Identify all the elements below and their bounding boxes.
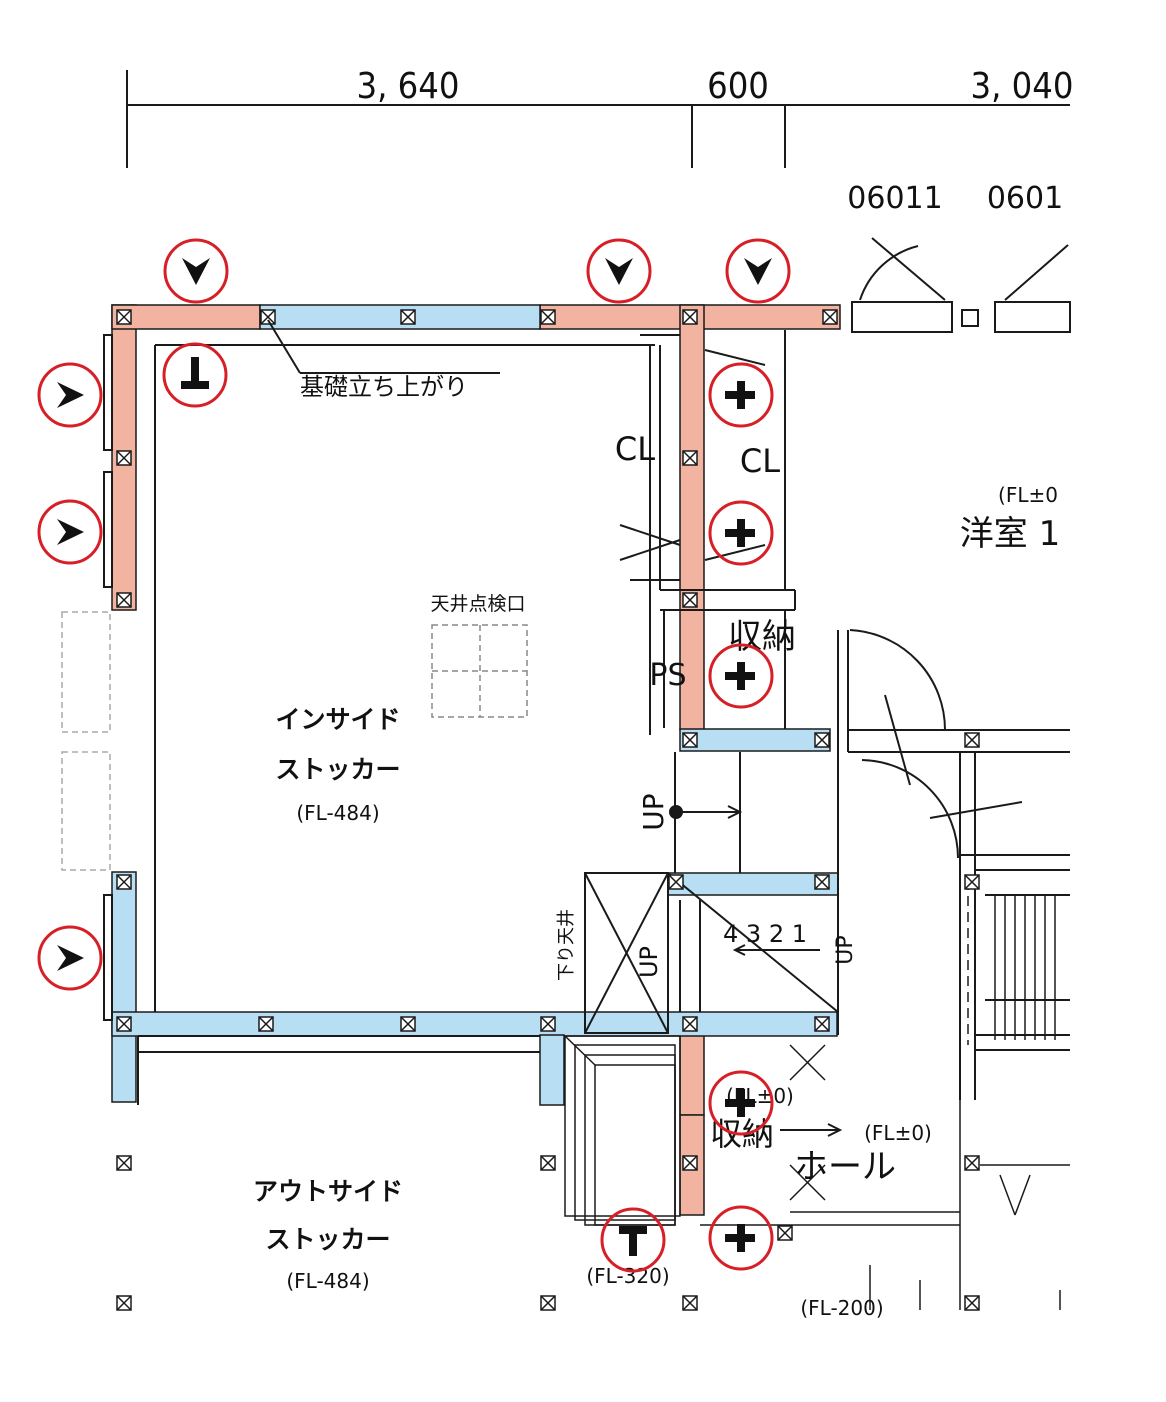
fl-lower-left-label: (FL-320) (586, 1264, 669, 1288)
outside-stocker-name-2: ストッカー (265, 1225, 390, 1254)
pillar-mark (400, 1016, 416, 1032)
outside-stocker-name-1: アウトサイド (253, 1177, 403, 1206)
pillar-mark (814, 1016, 830, 1032)
marker-t-up (162, 342, 228, 408)
walls-blue (111, 304, 839, 1106)
pillar-mark (116, 450, 132, 466)
pillar-mark (682, 309, 698, 325)
foundation-leader (267, 319, 500, 374)
up-label-stair: UP (635, 946, 663, 978)
marker-right (37, 362, 103, 428)
fl-hall-label: (FL±0) (864, 1121, 932, 1145)
lowered-ceiling-label: 下り天井 (556, 909, 577, 981)
pillar-mark (116, 592, 132, 608)
stair-lines-right (967, 880, 1056, 1045)
pillar-mark (668, 874, 684, 890)
pillar-mark (258, 1016, 274, 1032)
ceiling-hatch (431, 624, 528, 718)
dimension-label-2: 600 (707, 66, 769, 107)
dimension-label-3: 3, 040 (971, 66, 1074, 107)
pillar-mark (964, 1295, 980, 1311)
marker-down (725, 238, 791, 304)
pillar-mark (682, 592, 698, 608)
dimension-lines (126, 70, 1070, 168)
marker-right (37, 925, 103, 991)
pillar-mark (822, 309, 838, 325)
window-code-1: 06011 (847, 181, 942, 216)
pillar-mark (682, 1295, 698, 1311)
pillar-mark (540, 1155, 556, 1171)
pillar-mark (116, 1016, 132, 1032)
marker-down (586, 238, 652, 304)
marker-t-side (708, 362, 774, 428)
cl-label-right: CL (740, 442, 780, 480)
pillars (116, 309, 980, 1311)
pillar-mark (116, 309, 132, 325)
marker-t-down (600, 1207, 666, 1273)
inside-stocker-name-1: インサイド (275, 705, 400, 734)
inside-stocker-fl: (FL-484) (296, 801, 379, 825)
ps-label: PS (649, 658, 686, 693)
hall-label: ホール (794, 1147, 896, 1187)
fl-lower-right-label: (FL-200) (800, 1296, 883, 1320)
marker-right (37, 499, 103, 565)
pillar-mark (116, 1155, 132, 1171)
storage-label-top: 収納 (728, 617, 796, 657)
hall-arrow (780, 1123, 843, 1137)
marker-t-side (708, 643, 774, 709)
window-frames-left (61, 611, 111, 871)
pillar-mark (540, 1016, 556, 1032)
dimension-label-1: 3, 640 (357, 66, 460, 107)
stair-steps-label: 4 3 2 1 (723, 920, 807, 948)
window-code-2: 0601 (987, 181, 1063, 216)
cl-label-left: CL (615, 430, 655, 468)
pillar-mark (814, 874, 830, 890)
pillar-mark (540, 1295, 556, 1311)
inside-stocker-name-2: ストッカー (275, 755, 400, 784)
pillar-mark (400, 309, 416, 325)
outside-stocker-fl: (FL-484) (286, 1269, 369, 1293)
pillar-mark (682, 1016, 698, 1032)
marker-down (163, 238, 229, 304)
pillar-mark (964, 1155, 980, 1171)
pillar-mark (116, 874, 132, 890)
window-sashes-left (103, 334, 113, 1021)
up-label-right: UP (833, 935, 858, 964)
inspection-markers (37, 238, 791, 1273)
pillar-mark (964, 874, 980, 890)
door-swing-center (849, 629, 1023, 859)
pillar-mark (260, 309, 276, 325)
western-room-name: 洋室 1 (960, 514, 1060, 554)
foundation-label: 基礎立ち上がり (300, 373, 468, 401)
pillar-mark (814, 732, 830, 748)
marker-t-side (708, 500, 774, 566)
marker-t-side (708, 1070, 774, 1136)
pillar-mark (540, 309, 556, 325)
walls-salmon (111, 304, 841, 1216)
pillar-mark (682, 732, 698, 748)
pillar-mark (682, 1155, 698, 1171)
up-arrow-main (669, 805, 743, 819)
western-room-fl: (FL±0 (998, 483, 1058, 507)
stair-box (584, 872, 839, 1034)
ceiling-hatch-label: 天井点検口 (430, 593, 525, 615)
pillar-mark (964, 732, 980, 748)
pillar-mark (682, 450, 698, 466)
pillar-mark (116, 1295, 132, 1311)
marker-t-side (708, 1205, 774, 1271)
inner-walls (137, 330, 1070, 1105)
up-label-main: UP (637, 793, 670, 830)
pillar-mark (777, 1225, 793, 1241)
window-swings (851, 237, 1071, 333)
